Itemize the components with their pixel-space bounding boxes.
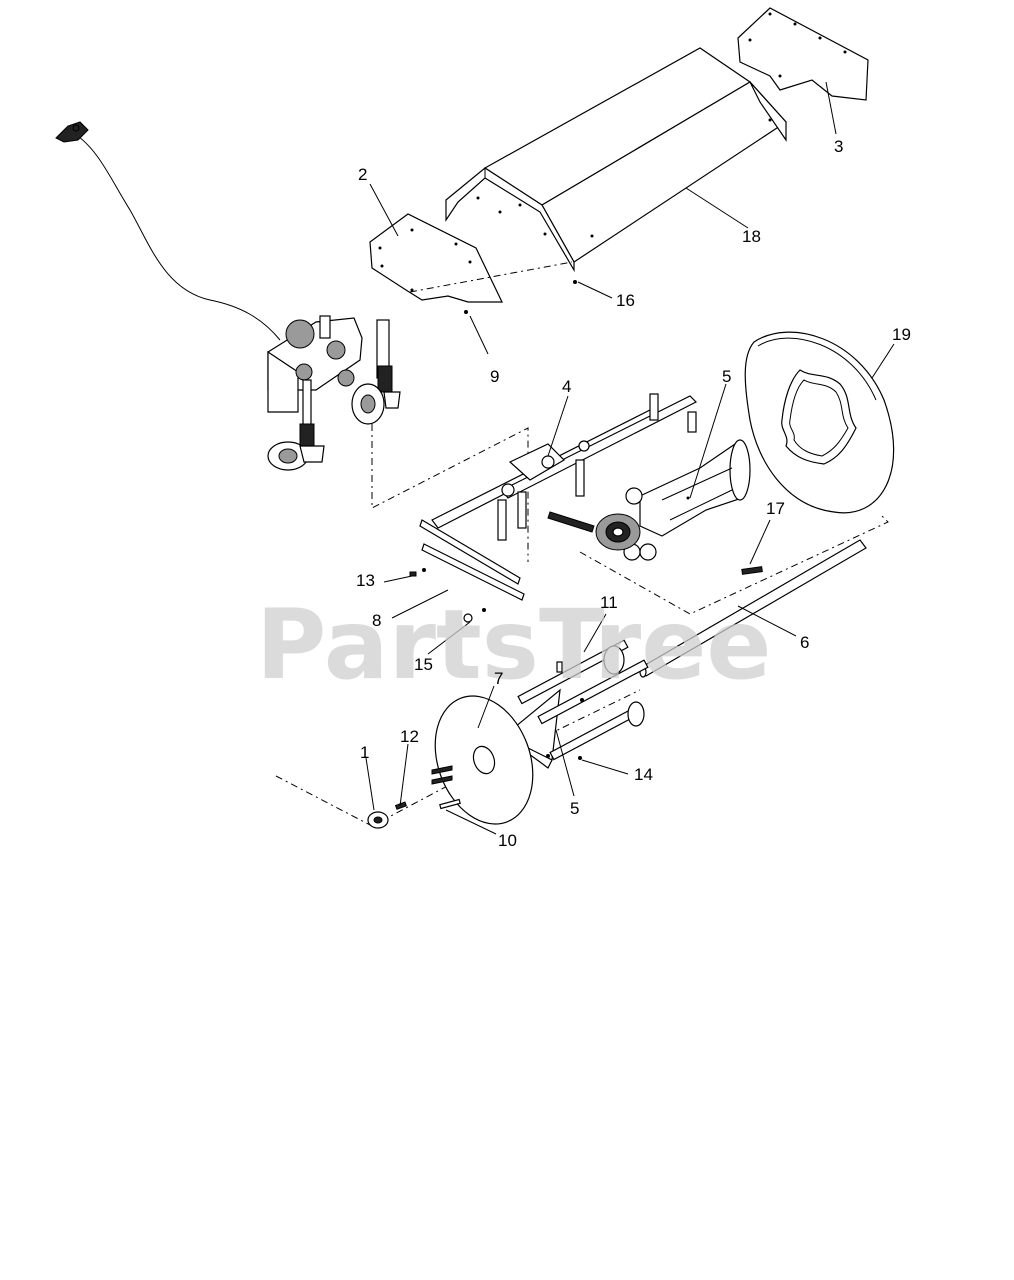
callout-13: 13 xyxy=(356,571,375,590)
callout-11: 11 xyxy=(600,593,618,612)
callout-2: 2 xyxy=(358,165,367,184)
callout-15: 15 xyxy=(414,655,433,674)
part-17-pin xyxy=(741,566,763,575)
callout-3: 3 xyxy=(834,137,843,156)
part-18-housing xyxy=(445,47,787,273)
callout-4: 4 xyxy=(562,377,571,396)
callout-10: 10 xyxy=(498,831,517,850)
callout-18: 18 xyxy=(742,227,761,246)
callout-1: 1 xyxy=(360,743,369,762)
part-5-upper-reel xyxy=(623,439,751,561)
watermark: PartsTree xyxy=(256,589,771,701)
callout-9: 9 xyxy=(490,367,499,386)
callout-14: 14 xyxy=(634,765,653,784)
control-cable xyxy=(55,121,281,341)
part-1-hub xyxy=(367,811,389,829)
callout-7: 7 xyxy=(494,669,503,688)
drive-caster-assembly xyxy=(267,315,401,471)
callout-19: 19 xyxy=(892,325,911,344)
part-4-frame xyxy=(419,393,698,601)
leader-lines xyxy=(365,81,895,835)
callout-12: 12 xyxy=(400,727,419,746)
part-10-pin xyxy=(439,798,461,810)
part-7-disc xyxy=(431,695,534,825)
callout-16: 16 xyxy=(616,291,635,310)
callout-5-upper: 5 xyxy=(722,367,731,386)
small-hardware xyxy=(409,568,563,673)
callout-6: 6 xyxy=(800,633,809,652)
callout-labels: 1 2 3 4 5 5 6 7 8 9 10 11 12 13 14 15 16… xyxy=(356,137,911,850)
callout-17: 17 xyxy=(766,499,785,518)
drive-shaft-pulley xyxy=(547,511,641,551)
part-3-end-panel xyxy=(737,7,869,101)
part-19-gasket xyxy=(744,331,895,514)
callout-8: 8 xyxy=(372,611,381,630)
part-12-screw xyxy=(394,801,407,810)
part-2-end-panel xyxy=(369,213,503,303)
callout-5-lower: 5 xyxy=(570,799,579,818)
